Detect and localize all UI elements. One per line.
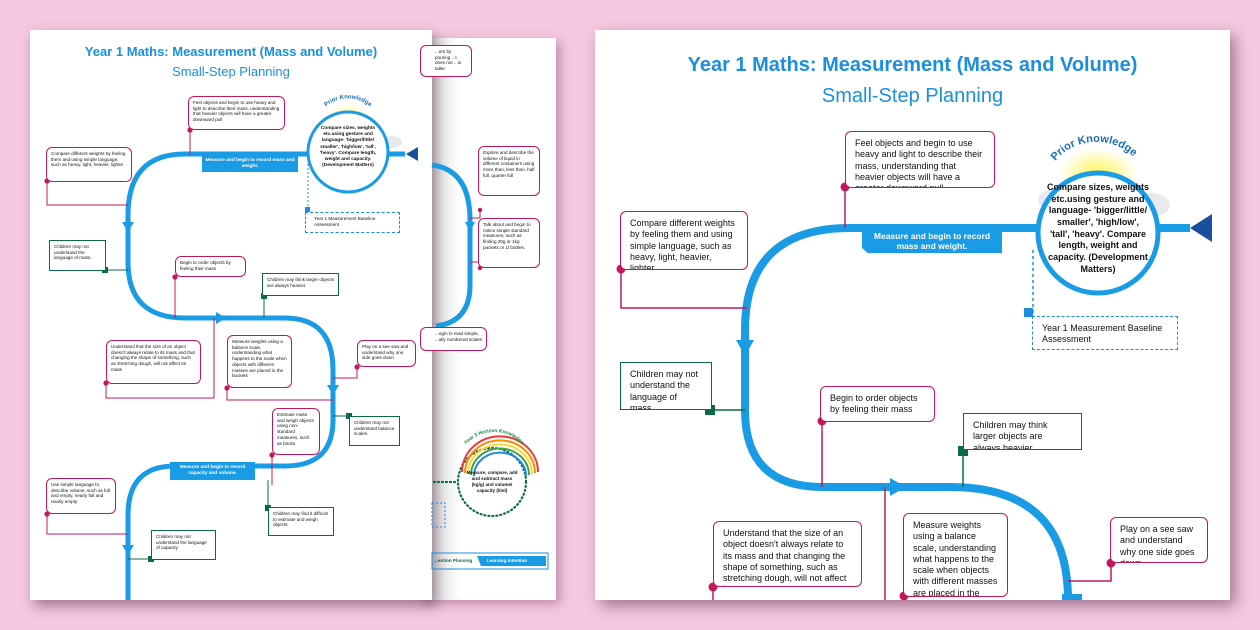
back-step-pouring: ...ers by pouring ...t does not ...is ta… — [420, 45, 472, 77]
step-measure: Measure weights using a balance scale, u… — [227, 335, 292, 388]
page-subtitle: Small-Step Planning — [821, 85, 1004, 107]
misconception-capacity: Children may not understand the language… — [151, 530, 216, 560]
step-measure: Measure weights using a balance scale, u… — [903, 513, 1008, 597]
step-estimate: Estimate mass and weigh objects using no… — [272, 408, 320, 455]
prior-knowledge-text: Compare sizes, weights etc.using gesture… — [1046, 182, 1150, 274]
misconception-mass-language: Children may not understand the language… — [49, 240, 106, 271]
banner-mass: Measure and begin to record mass and wei… — [862, 228, 1002, 253]
page-title: Year 1 Maths: Measurement (Mass and Volu… — [84, 44, 378, 59]
page-title: Year 1 Maths: Measurement (Mass and Volu… — [687, 54, 1138, 76]
back-step-talk: Talk about and begin to notice simple st… — [478, 218, 540, 268]
step-order: Begin to order objects by feeling their … — [175, 256, 246, 277]
banner-mass: Measure and begin to record mass and wei… — [202, 155, 298, 172]
step-simple-language: Use simple language to describe volume, … — [46, 478, 116, 514]
misconception-mass-language: Children may not understand the language… — [620, 362, 712, 410]
misconception-larger: Children may think larger objects are al… — [262, 273, 339, 296]
step-understand: Understand that the size of an object do… — [106, 340, 201, 384]
horizon-knowledge-text: Measure, compare, add and subtract mass … — [466, 470, 518, 493]
misconception-balance: Children may not understand balance scal… — [349, 416, 400, 446]
back-page — [420, 38, 556, 600]
step-feel: Feel objects and begin to use heavy and … — [845, 131, 995, 188]
page-subtitle: Small-Step Planning — [172, 64, 290, 79]
back-step-explore: Explore and describe the volume of liqui… — [478, 146, 540, 196]
step-order: Begin to order objects by feeling their … — [820, 386, 935, 422]
step-compare: Compare different weights by feeling the… — [620, 211, 748, 270]
step-feel: Feel objects and begin to use heavy and … — [188, 96, 285, 130]
step-seesaw: Play on a see saw and understand why one… — [357, 340, 416, 367]
step-compare: Compare different weights by feeling the… — [46, 147, 132, 182]
back-step-scales: ...egin to read simple, ...ally numbered… — [420, 327, 487, 351]
step-seesaw: Play on a see saw and understand why one… — [1110, 517, 1208, 563]
misconception-larger: Children may think larger objects are al… — [963, 413, 1082, 450]
legend-learning-intention: Learning Intention — [487, 558, 528, 563]
prior-knowledge-text: Compare sizes, weights etc.using gesture… — [319, 126, 377, 169]
baseline-assessment: Year 1 Measurement Baseline Assessment — [1032, 316, 1178, 350]
misconception-estimate: Children may find it difficult to estima… — [268, 507, 334, 536]
baseline-assessment: Year 1 Measurement Baseline Assessment — [305, 212, 400, 233]
banner-capacity: Measure and begin to record capacity and… — [170, 462, 255, 480]
legend-planning: ...ention Planning — [434, 558, 473, 563]
step-understand: Understand that the size of an object do… — [713, 521, 862, 587]
